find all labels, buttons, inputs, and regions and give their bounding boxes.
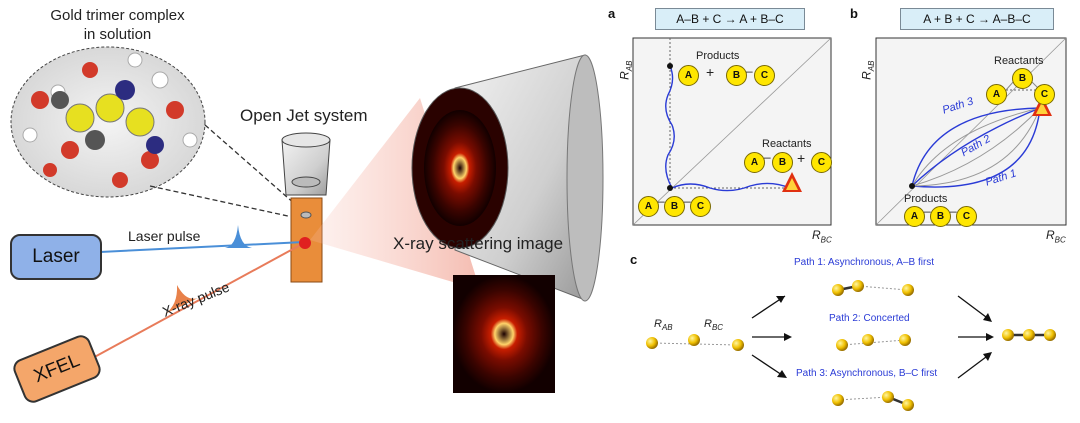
bond-dash: – (746, 64, 753, 78)
panel-a-products-label: Products (696, 50, 740, 62)
scattering-label: X-ray scattering image (393, 234, 564, 253)
bond-dash: – (684, 194, 691, 208)
gold-complex (51, 80, 164, 154)
bead-b: B (664, 196, 685, 217)
interaction-flash (299, 237, 311, 249)
panel-a-reactants-label: Reactants (762, 138, 812, 150)
laser-pulse-shape (225, 225, 252, 248)
bond-dash: – (658, 194, 665, 208)
bead-b: B (772, 152, 793, 173)
panel-c-rab: RAB (654, 318, 673, 332)
panel-c-rbc-R: R (704, 318, 712, 330)
complex-title: Gold trimer complex in solution (30, 6, 205, 44)
panel-c-rab-sub: AB (661, 323, 673, 333)
panel-b-equation: A + B + C → A–B–C (900, 8, 1054, 30)
panel-b-reactants-label: Reactants (994, 55, 1044, 67)
scattering-cone (310, 98, 480, 290)
bead-a: A (744, 152, 765, 173)
panel-a-xaxis-R: R (812, 228, 821, 242)
panel-a-xaxis: RBC (812, 228, 832, 244)
panel-b-letter: b (850, 6, 858, 21)
bond-dash: – (950, 204, 957, 218)
panel-b-xaxis-sub: BC (1054, 235, 1066, 245)
bead-c: C (1034, 84, 1055, 105)
bead-c: C (956, 206, 977, 227)
complex-title-line1: Gold trimer complex (50, 7, 185, 24)
panel-b-xaxis-R: R (1046, 228, 1055, 242)
panel-a-equation: A–B + C → A + B–C (655, 8, 805, 30)
detector-cylinder (411, 54, 604, 302)
bead-b: B (726, 65, 747, 86)
panel-a-plus: + (706, 64, 715, 80)
panel-a-path (665, 65, 791, 192)
bead-a: A (904, 206, 925, 227)
bead-a: A (638, 196, 659, 217)
laser-box: Laser (10, 234, 102, 280)
panel-a-plus: + (797, 150, 806, 166)
bond-dash: – (924, 204, 931, 218)
panel-a-xaxis-sub: BC (820, 235, 832, 245)
panel-c-rab-R: R (654, 318, 662, 330)
laser-pulse-label: Laser pulse (128, 228, 201, 244)
bead-c: C (754, 65, 775, 86)
bead-a: A (986, 84, 1007, 105)
panel-c-rbc: RBC (704, 318, 723, 332)
panel-b-xaxis: RBC (1046, 228, 1066, 244)
panel-b-products-label: Products (904, 193, 948, 205)
open-jet-label: Open Jet system (240, 106, 368, 125)
bead-a: A (678, 65, 699, 86)
laser-beam (99, 241, 305, 253)
path1-description: Path 1: Asynchronous, A–B first (794, 257, 935, 268)
xray-pulse-shape (165, 285, 198, 314)
complex-title-line2: in solution (83, 26, 152, 43)
panel-a-letter: a (608, 6, 616, 21)
panel-c-letter: c (630, 252, 638, 267)
panel-c-rbc-sub: BC (711, 323, 724, 333)
bond-dash: – (764, 150, 771, 164)
scattering-image (453, 275, 555, 393)
bead-b: B (1012, 68, 1033, 89)
water-molecules (22, 52, 198, 188)
bead-c: C (690, 196, 711, 217)
bead-b: B (930, 206, 951, 227)
xray-beam (77, 242, 305, 367)
path3-description: Path 3: Asynchronous, B–C first (796, 368, 938, 379)
bead-c: C (811, 152, 832, 173)
path2-description: Path 2: Concerted (829, 313, 910, 324)
